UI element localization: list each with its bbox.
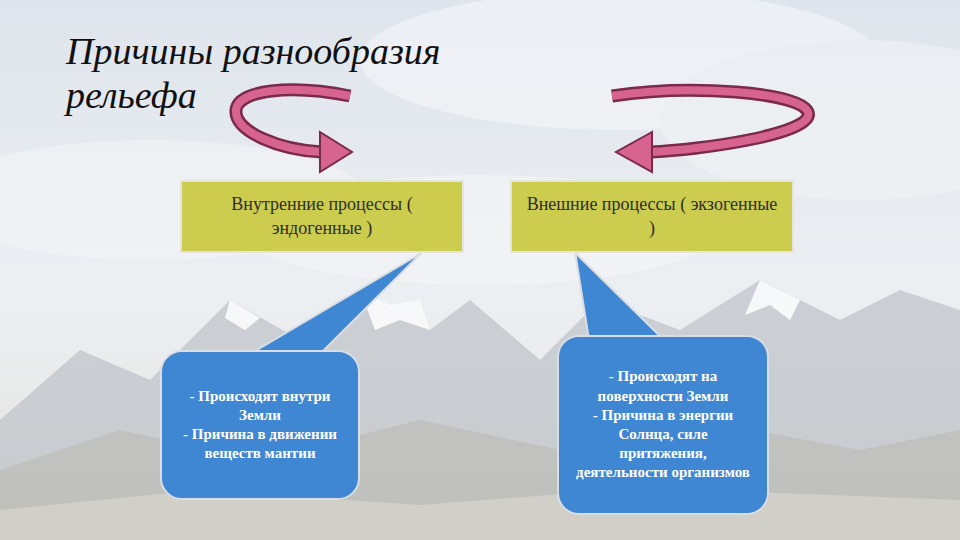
clouds — [0, 0, 960, 285]
process-box: Внешние процессы ( экзогенные ) — [510, 180, 794, 253]
node-text: - Происходят внутри Земли — [176, 387, 344, 425]
process-box: Внутренние процессы ( эндогенные ) — [180, 180, 464, 253]
slide-title: Причины разнообразия рельефа — [66, 30, 466, 117]
curved-arrow — [236, 90, 352, 172]
callout-bubble: - Происходят внутри Земли- Причина в дви… — [160, 350, 360, 500]
node-text: Внешние процессы ( экзогенные ) — [522, 193, 782, 240]
mountains — [0, 280, 960, 540]
node-text: Внутренние процессы ( эндогенные ) — [192, 193, 452, 240]
node-text: - Происходят на поверхности Земли — [573, 367, 753, 405]
callout-bubble: - Происходят на поверхности Земли- Причи… — [557, 335, 769, 515]
node-text: - Причина в движении веществ мантии — [176, 425, 344, 463]
curved-arrow — [612, 90, 808, 172]
node-text: - Причина в энергии Солнца, силе притяже… — [573, 406, 753, 483]
callout-tail — [250, 253, 421, 354]
text-group: Внутренние процессы ( эндогенные ) — [192, 193, 452, 240]
text-group: Внешние процессы ( экзогенные ) — [522, 193, 782, 240]
callout-tail — [575, 253, 663, 339]
text-group: - Происходят на поверхности Земли- Причи… — [573, 367, 753, 482]
text-group: - Происходят внутри Земли- Причина в дви… — [176, 387, 344, 464]
